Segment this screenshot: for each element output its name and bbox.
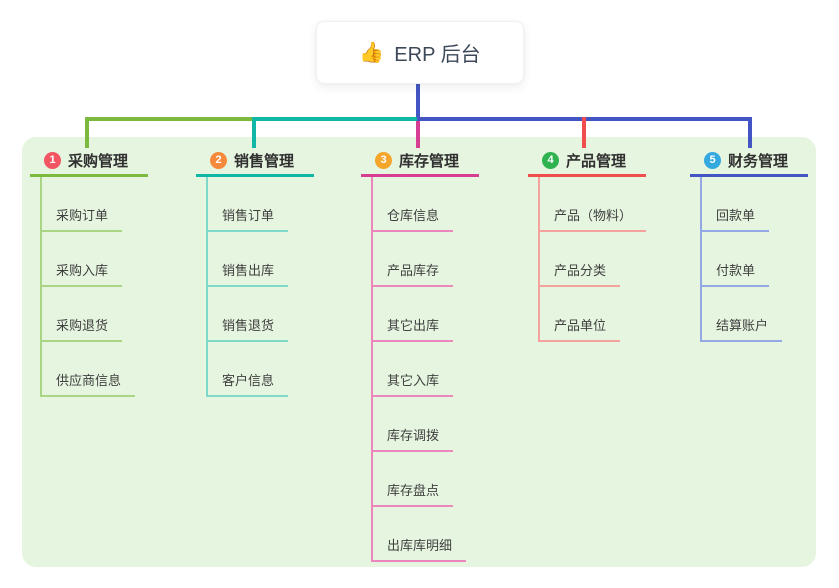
branch-title-node[interactable]: 4 产品管理: [528, 146, 646, 177]
child-node: 产品（物料）: [538, 177, 693, 232]
child-node-label[interactable]: 产品单位: [538, 318, 621, 342]
branch-number-badge: 1: [44, 151, 61, 169]
child-node-label[interactable]: 出库库明细: [371, 538, 467, 562]
child-node: 销售退货: [206, 287, 361, 342]
child-node: 产品库存: [371, 232, 526, 287]
branch-title-label: 财务管理: [728, 152, 789, 170]
branch-3: 3 库存管理 仓库信息产品库存其它出库其它入库库存调拨库存盘点出库库明细: [361, 146, 526, 562]
branch-drop-line-5: [748, 117, 752, 148]
branch-children-group: 回款单付款单结算账户: [700, 177, 839, 342]
child-node: 销售订单: [206, 177, 361, 232]
child-node-label[interactable]: 采购退货: [40, 318, 123, 342]
child-node: 采购退货: [40, 287, 195, 342]
branch-1: 1 采购管理 采购订单采购入库采购退货供应商信息: [30, 146, 195, 397]
child-node-label[interactable]: 仓库信息: [371, 208, 454, 232]
child-node-label[interactable]: 库存调拨: [371, 428, 454, 452]
child-node-label[interactable]: 采购订单: [40, 208, 123, 232]
branch-number-badge: 4: [542, 151, 559, 169]
branch-drop-line-4: [582, 117, 586, 148]
child-node-label[interactable]: 产品库存: [371, 263, 454, 287]
branch-children-group: 销售订单销售出库销售退货客户信息: [206, 177, 361, 397]
child-node: 库存盘点: [371, 452, 526, 507]
branch-number-badge: 3: [375, 151, 392, 169]
child-node: 销售出库: [206, 232, 361, 287]
child-node: 其它出库: [371, 287, 526, 342]
branch-number-badge: 5: [704, 151, 721, 169]
child-node: 回款单: [700, 177, 839, 232]
branch-drop-line-1: [85, 117, 89, 148]
child-node-label[interactable]: 产品（物料）: [538, 208, 647, 232]
branch-children-group: 采购订单采购入库采购退货供应商信息: [40, 177, 195, 397]
child-node: 仓库信息: [371, 177, 526, 232]
child-node: 供应商信息: [40, 342, 195, 397]
child-node: 结算账户: [700, 287, 839, 342]
branch-title-label: 产品管理: [566, 152, 627, 170]
branch-2: 2 销售管理 销售订单销售出库销售退货客户信息: [196, 146, 361, 397]
branch-drop-line-2: [252, 117, 256, 148]
branch-title-label: 销售管理: [234, 152, 295, 170]
child-node-label[interactable]: 采购入库: [40, 263, 123, 287]
branch-title-node[interactable]: 5 财务管理: [690, 146, 808, 177]
child-node-label[interactable]: 其它入库: [371, 373, 454, 397]
child-node-label[interactable]: 销售退货: [206, 318, 289, 342]
root-connector-line: [416, 82, 420, 118]
child-node-label[interactable]: 销售订单: [206, 208, 289, 232]
thumbs-up-icon: 👍: [359, 42, 385, 64]
root-node-label: ERP 后台: [394, 44, 481, 66]
child-node: 库存调拨: [371, 397, 526, 452]
child-node: 其它入库: [371, 342, 526, 397]
child-node: 出库库明细: [371, 507, 526, 562]
child-node-label[interactable]: 销售出库: [206, 263, 289, 287]
child-node-label[interactable]: 产品分类: [538, 263, 621, 287]
child-node: 采购订单: [40, 177, 195, 232]
branch-title-node[interactable]: 1 采购管理: [30, 146, 148, 177]
branch-title-node[interactable]: 3 库存管理: [361, 146, 479, 177]
bus-line-middle: [254, 117, 417, 121]
branch-children-group: 产品（物料） 产品分类产品单位: [538, 177, 693, 342]
child-node: 付款单: [700, 232, 839, 287]
child-node-label[interactable]: 付款单: [700, 263, 770, 287]
child-node-label[interactable]: 库存盘点: [371, 483, 454, 507]
mindmap-panel: [22, 137, 816, 567]
branch-drop-line-3: [416, 121, 420, 148]
child-node-label[interactable]: 供应商信息: [40, 373, 136, 397]
child-node-label[interactable]: 结算账户: [700, 318, 783, 342]
child-node: 产品单位: [538, 287, 693, 342]
root-node[interactable]: 👍 ERP 后台: [316, 21, 524, 84]
branch-title-label: 采购管理: [68, 152, 129, 170]
child-node: 采购入库: [40, 232, 195, 287]
branch-5: 5 财务管理 回款单付款单结算账户: [690, 146, 839, 342]
branch-title-label: 库存管理: [399, 152, 460, 170]
child-node-label[interactable]: 回款单: [700, 208, 770, 232]
branch-children-group: 仓库信息产品库存其它出库其它入库库存调拨库存盘点出库库明细: [371, 177, 526, 562]
child-node-label[interactable]: 客户信息: [206, 373, 289, 397]
branch-title-node[interactable]: 2 销售管理: [196, 146, 314, 177]
bus-line-left: [86, 117, 254, 121]
child-node-label[interactable]: 其它出库: [371, 318, 454, 342]
child-node: 产品分类: [538, 232, 693, 287]
branch-4: 4 产品管理 产品（物料） 产品分类产品单位: [528, 146, 693, 342]
branch-number-badge: 2: [210, 151, 227, 169]
child-node: 客户信息: [206, 342, 361, 397]
